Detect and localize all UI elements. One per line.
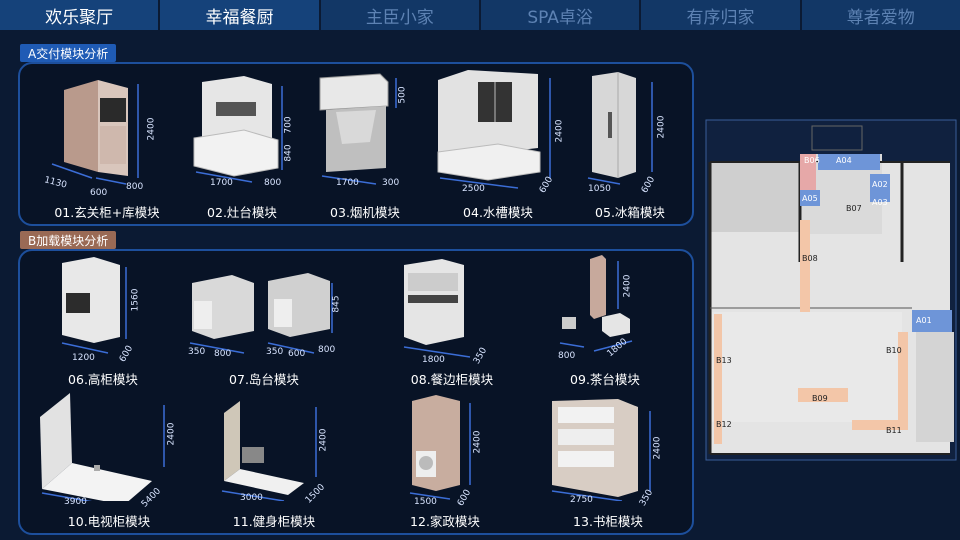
section-b-title: B加载模块分析	[20, 231, 117, 249]
fitness-cabinet-illustration	[221, 401, 317, 501]
tab-storage[interactable]: 有序归家	[641, 0, 800, 32]
plan-label-b12: B12	[716, 420, 732, 429]
dim-width-right: 350	[266, 347, 284, 357]
module-sideboard: 1800 350 08.餐边柜模块	[392, 259, 512, 389]
module-tv-cabinet: 3900 5400 2400 10.电视柜模块	[34, 393, 184, 529]
tab-kitchen[interactable]: 幸福餐厨	[160, 0, 319, 32]
module-caption: 02.灶台模块	[207, 205, 277, 220]
plan-label-b08: B08	[802, 254, 818, 263]
plan-label-b10: B10	[886, 346, 902, 355]
dim-height: 2400	[554, 119, 565, 143]
dim-depth: 800	[264, 178, 282, 188]
bookcase-illustration	[551, 399, 651, 501]
dim-width: 2500	[462, 184, 485, 194]
module-housework: 1500 600 2400 12.家政模块	[390, 395, 500, 529]
dim-height: 2400	[472, 430, 483, 454]
plan-label-a01: A01	[916, 316, 932, 325]
dim-width: 3000	[240, 493, 263, 503]
dim-width: 1700	[210, 178, 233, 188]
floor-plan-panel: A04 B06 A02 A03 A05 B07 B08 A01 B13 B10 …	[702, 62, 960, 540]
plan-label-b11: B11	[886, 426, 902, 435]
module-caption: 12.家政模块	[410, 514, 480, 529]
module-caption: 09.茶台模块	[570, 372, 640, 387]
module-tall-cabinet: 1200 600 1560 06.高柜模块	[48, 257, 158, 389]
plan-label-a02: A02	[872, 180, 888, 189]
dim-width: 1700	[336, 178, 359, 188]
module-bookcase: 2750 350 2400 13.书柜模块	[538, 399, 678, 529]
module-tea-table: 800 1800 2400 09.茶台模块	[550, 255, 660, 389]
hood-illustration	[319, 73, 397, 185]
fridge-illustration	[587, 72, 653, 185]
section-b-panel: 1200 600 1560 06.高柜模块 350 800 350 600 80…	[18, 249, 694, 535]
module-island: 350 800 350 600 800 845 07.岛台模块	[184, 269, 344, 389]
tab-living[interactable]: 欢乐聚厅	[0, 0, 159, 32]
module-caption: 10.电视柜模块	[67, 514, 151, 529]
section-a-panel: 1130 600 800 2400 01.玄关柜+库模块 1700 800 70…	[18, 62, 694, 226]
entry-cabinet-illustration	[51, 80, 139, 185]
dim-depth-2: 800	[126, 182, 144, 192]
dim-height: 2400	[166, 422, 177, 446]
dim-height: 845	[331, 295, 342, 313]
stove-illustration	[193, 76, 283, 183]
module-fitness-cabinet: 3000 1500 2400 11.健身柜模块	[204, 399, 344, 529]
module-caption: 08.餐边柜模块	[410, 372, 494, 387]
dim-depth-right-2: 800	[318, 345, 336, 355]
dim-width: 1500	[414, 497, 437, 507]
module-fridge: 1050 600 2400 05.冰箱模块	[580, 72, 680, 220]
plan-label-a03: A03	[872, 198, 888, 207]
plan-label-b09: B09	[812, 394, 828, 403]
module-caption: 13.书柜模块	[573, 514, 643, 529]
module-caption: 11.健身柜模块	[232, 514, 316, 529]
module-hood: 1700 300 500 03.烟机模块	[310, 72, 420, 220]
plan-label-b07: B07	[846, 204, 862, 213]
top-tab-bar: 欢乐聚厅 幸福餐厨 主臣小家 SPA卓浴 有序归家 尊者爱物	[0, 0, 960, 32]
dim-height: 500	[397, 86, 408, 104]
dim-height: 2400	[652, 436, 663, 460]
module-caption: 01.玄关柜+库模块	[54, 205, 160, 220]
dim-width: 1050	[588, 184, 611, 194]
dim-depth-left: 800	[214, 349, 232, 359]
module-stove: 1700 800 700 840 02.灶台模块	[182, 72, 302, 220]
dim-height: 2400	[146, 117, 157, 141]
plan-label-a04: A04	[836, 156, 852, 165]
dim-depth: 300	[382, 178, 400, 188]
module-sink: 2500 600 2400 04.水槽模块	[428, 68, 568, 220]
tab-master[interactable]: 主臣小家	[320, 0, 479, 32]
sink-illustration	[437, 70, 551, 189]
dim-width: 2750	[570, 495, 593, 505]
module-entry-cabinet: 1130 600 800 2400 01.玄关柜+库模块	[42, 72, 172, 220]
dim-width: 1200	[72, 353, 95, 363]
dim-width: 1800	[422, 355, 445, 365]
section-a-title: A交付模块分析	[20, 44, 117, 62]
dim-height: 2400	[622, 274, 633, 298]
dim-height-upper: 700	[283, 116, 294, 134]
island-illustration	[189, 273, 333, 354]
plan-label-b06: B06	[804, 156, 820, 165]
tall-cabinet-illustration	[61, 257, 127, 354]
tab-elder[interactable]: 尊者爱物	[801, 0, 960, 32]
floor-plan-drawing	[705, 119, 957, 461]
sideboard-illustration	[403, 259, 471, 358]
module-caption: 07.岛台模块	[229, 372, 299, 387]
plan-label-a05: A05	[802, 194, 818, 203]
tea-table-illustration	[559, 255, 633, 352]
dim-height-lower: 840	[283, 144, 294, 162]
module-caption: 05.冰箱模块	[595, 205, 665, 220]
dim-depth: 600	[90, 188, 108, 198]
dim-width-left: 350	[188, 347, 206, 357]
tv-cabinet-illustration	[40, 393, 165, 501]
plan-label-b13: B13	[716, 356, 732, 365]
dim-height: 1560	[130, 288, 141, 312]
tab-spa[interactable]: SPA卓浴	[480, 0, 640, 32]
housework-illustration	[409, 395, 471, 500]
dim-height: 2400	[656, 115, 667, 139]
module-caption: 03.烟机模块	[330, 205, 400, 220]
module-caption: 04.水槽模块	[463, 205, 533, 220]
dim-width: 800	[558, 351, 576, 361]
dim-height: 2400	[318, 428, 329, 452]
dim-depth-right: 600	[288, 349, 306, 359]
dim-width: 3900	[64, 497, 87, 507]
module-caption: 06.高柜模块	[68, 372, 138, 387]
